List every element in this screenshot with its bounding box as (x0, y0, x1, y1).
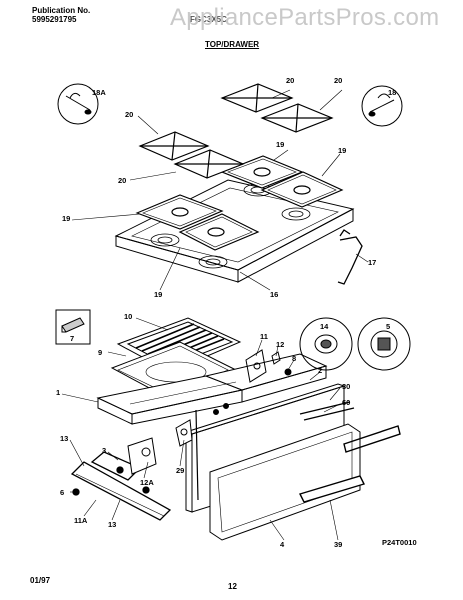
callout-1: 1 (56, 388, 61, 397)
hinge-hardware (213, 349, 292, 415)
callout-39: 39 (334, 540, 343, 549)
callout-19: 19 (62, 214, 71, 223)
callout-7: 7 (70, 334, 75, 343)
diagram-code: P24T0010 (382, 538, 417, 547)
callout-19: 19 (338, 146, 347, 155)
callout-6: 6 (60, 488, 65, 497)
detail-7 (55, 309, 91, 345)
callout-20: 20 (286, 76, 295, 85)
callout-16: 16 (270, 290, 279, 299)
drawer-panel-4 (184, 383, 361, 541)
callout-8: 8 (292, 354, 297, 363)
callout-60: 60 (342, 398, 351, 407)
callout-14: 14 (320, 322, 329, 331)
callout-20: 20 (118, 176, 127, 185)
callout-17: 17 (368, 258, 377, 267)
callout-11a: 11A (74, 516, 88, 525)
model-number: FGC3X5C (190, 15, 227, 24)
detail-18 (361, 85, 403, 127)
callout-19: 19 (154, 290, 163, 299)
grates-20 (138, 83, 334, 179)
callout-9: 9 (98, 348, 103, 357)
trim-strips (299, 401, 401, 503)
callout-5: 5 (386, 322, 391, 331)
wire-17 (337, 229, 363, 285)
callout-2: 2 (318, 366, 323, 375)
footer-date: 01/97 (30, 576, 51, 585)
publication-label: Publication No. (32, 6, 91, 15)
watermark: AppliancePartsPros.com (170, 4, 440, 31)
page-number: 12 (228, 582, 237, 591)
callout-19: 19 (276, 140, 285, 149)
callout-18: 18 (388, 88, 397, 97)
callout-4: 4 (280, 540, 285, 549)
detail-18a (57, 83, 99, 125)
brackets (127, 409, 199, 501)
callout-12a: 12A (140, 478, 154, 487)
detail-14 (299, 317, 353, 371)
callout-12: 12 (276, 340, 285, 349)
callout-29: 29 (176, 466, 185, 475)
callout-20: 20 (334, 76, 343, 85)
callout-3: 3 (102, 446, 107, 455)
callout-18a: 18A (92, 88, 106, 97)
publication-number: 5995291795 (32, 15, 77, 24)
callout-10: 10 (124, 312, 133, 321)
cooktop-gratings-19 (135, 155, 344, 251)
callout-11: 11 (260, 332, 268, 341)
callout-13: 13 (60, 434, 69, 443)
detail-5 (357, 317, 411, 371)
section-title: TOP/DRAWER (205, 40, 260, 49)
leader-lines (61, 89, 369, 541)
callout-20: 20 (125, 110, 134, 119)
callout-30: 30 (342, 382, 351, 391)
callout-13: 13 (108, 520, 117, 529)
